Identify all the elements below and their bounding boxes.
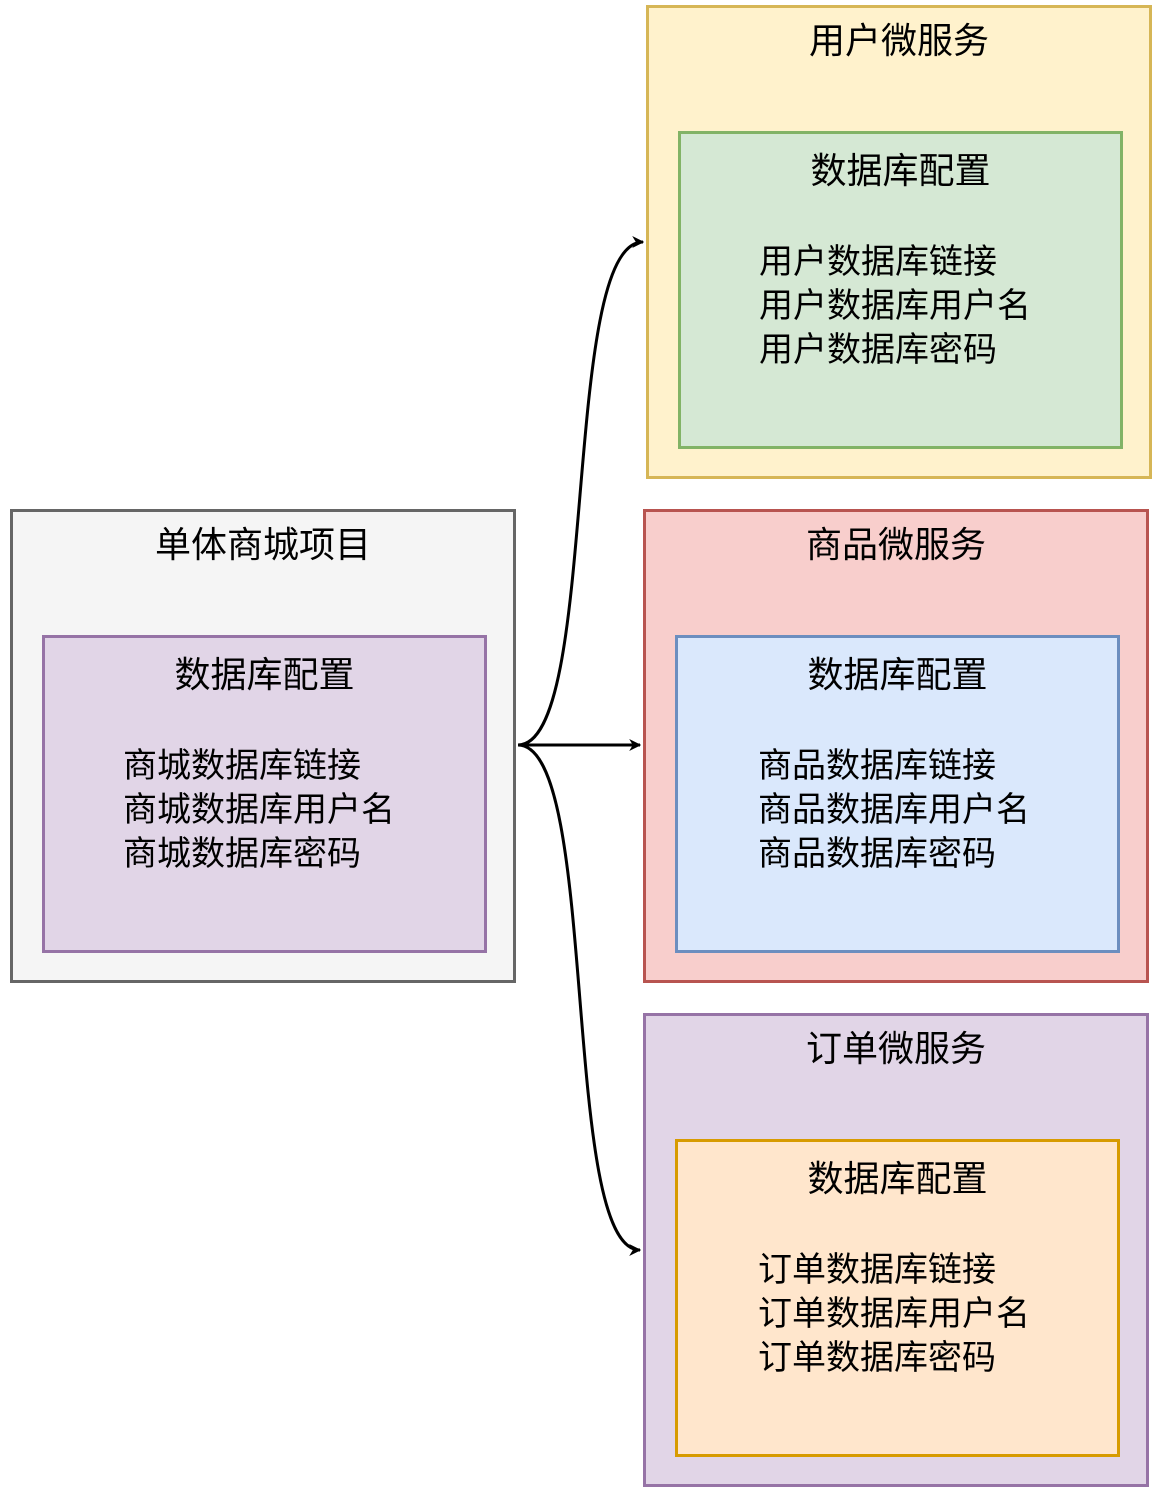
db-config-title: 数据库配置 (810, 151, 991, 192)
arrow-to-user-service (517, 236, 645, 747)
user-service-container: 用户微服务 数据库配置 用户数据库链接 用户数据库用户名 用户数据库密码 (646, 5, 1152, 479)
order-service-container: 订单微服务 数据库配置 订单数据库链接 订单数据库用户名 订单数据库密码 (643, 1013, 1149, 1487)
order-service-db-config: 数据库配置 订单数据库链接 订单数据库用户名 订单数据库密码 (675, 1139, 1120, 1457)
user-service-db-config: 数据库配置 用户数据库链接 用户数据库用户名 用户数据库密码 (678, 131, 1123, 449)
goods-service-container: 商品微服务 数据库配置 商品数据库链接 商品数据库用户名 商品数据库密码 (643, 509, 1149, 983)
db-password-item: 用户数据库密码 (759, 330, 997, 370)
db-username-item: 用户数据库用户名 (759, 286, 1031, 326)
monolith-db-config: 数据库配置 商城数据库链接 商城数据库用户名 商城数据库密码 (42, 635, 487, 953)
db-url-item: 商品数据库链接 (758, 746, 996, 786)
db-url-item: 用户数据库链接 (759, 242, 997, 282)
user-service-title: 用户微服务 (808, 21, 989, 62)
db-config-items: 商品数据库链接 商品数据库用户名 商品数据库密码 (758, 744, 1030, 876)
db-config-title: 数据库配置 (174, 655, 355, 696)
goods-service-title: 商品微服务 (805, 525, 986, 566)
db-password-item: 商城数据库密码 (123, 834, 361, 874)
db-username-item: 订单数据库用户名 (758, 1294, 1030, 1334)
db-url-item: 订单数据库链接 (758, 1250, 996, 1290)
db-config-items: 订单数据库链接 订单数据库用户名 订单数据库密码 (758, 1248, 1030, 1380)
goods-service-db-config: 数据库配置 商品数据库链接 商品数据库用户名 商品数据库密码 (675, 635, 1120, 953)
monolith-title: 单体商城项目 (154, 525, 371, 566)
db-config-title: 数据库配置 (807, 655, 988, 696)
order-service-title: 订单微服务 (805, 1029, 986, 1070)
db-username-item: 商城数据库用户名 (123, 790, 395, 830)
db-url-item: 商城数据库链接 (123, 746, 361, 786)
db-config-items: 商城数据库链接 商城数据库用户名 商城数据库密码 (123, 744, 395, 876)
arrow-to-order-service (517, 743, 642, 1256)
db-config-title: 数据库配置 (807, 1159, 988, 1200)
monolith-container: 单体商城项目 数据库配置 商城数据库链接 商城数据库用户名 商城数据库密码 (10, 509, 516, 983)
db-config-items: 用户数据库链接 用户数据库用户名 用户数据库密码 (759, 240, 1031, 372)
db-username-item: 商品数据库用户名 (758, 790, 1030, 830)
db-password-item: 订单数据库密码 (758, 1338, 996, 1378)
db-password-item: 商品数据库密码 (758, 834, 996, 874)
